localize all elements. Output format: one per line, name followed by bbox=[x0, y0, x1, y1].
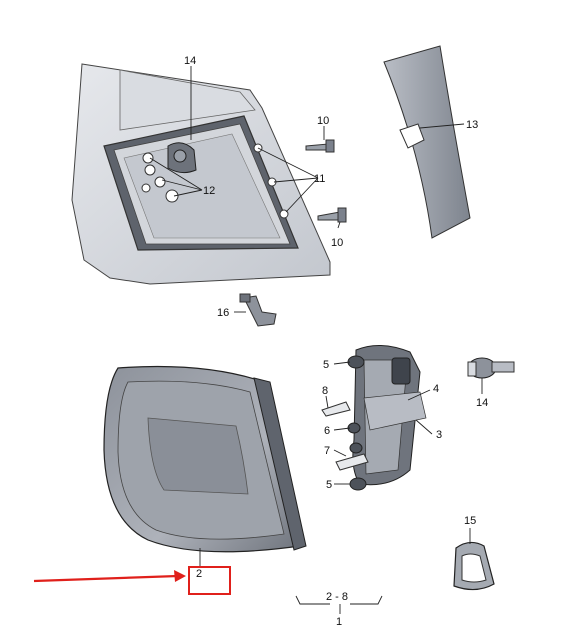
bulb-carrier bbox=[321, 345, 427, 491]
callout-5-top: 5 bbox=[323, 359, 329, 371]
highlight-box bbox=[188, 566, 231, 595]
callout-3: 3 bbox=[436, 429, 442, 441]
callout-15: 15 bbox=[464, 515, 476, 527]
highlight-arrow-head bbox=[174, 570, 186, 582]
highlight-annotation bbox=[33, 566, 231, 595]
screw-upper bbox=[305, 139, 335, 153]
tail-lamp bbox=[103, 365, 307, 553]
callout-2-8: 2 - 8 bbox=[326, 591, 348, 603]
highlight-arrow-line bbox=[33, 574, 179, 583]
vehicle-body-section bbox=[71, 63, 331, 285]
bulb-holder-part bbox=[239, 293, 277, 327]
callout-11: 11 bbox=[314, 173, 325, 185]
callout-labels: 14 12 10 11 10 13 16 5 4 8 3 6 7 5 14 15… bbox=[184, 55, 488, 628]
callout-14-top: 14 bbox=[184, 55, 196, 67]
callout-13: 13 bbox=[466, 119, 478, 131]
callout-6: 6 bbox=[324, 425, 330, 437]
trim-panel bbox=[383, 45, 471, 239]
callout-1: 1 bbox=[336, 616, 342, 628]
callout-5-bottom: 5 bbox=[326, 479, 332, 491]
callout-7: 7 bbox=[324, 445, 330, 457]
callout-12: 12 bbox=[203, 185, 215, 197]
callout-14-right: 14 bbox=[476, 397, 488, 409]
callout-8: 8 bbox=[322, 385, 328, 397]
callout-16: 16 bbox=[217, 307, 229, 319]
callout-10-top: 10 bbox=[317, 115, 329, 127]
gasket-seal bbox=[453, 541, 495, 591]
callout-10-bottom: 10 bbox=[331, 237, 343, 249]
bulb-part-right bbox=[467, 357, 515, 379]
screw-lower bbox=[317, 207, 347, 223]
callout-4: 4 bbox=[433, 383, 439, 395]
leader-lines bbox=[149, 66, 483, 614]
callout-2: 2 bbox=[196, 568, 202, 580]
